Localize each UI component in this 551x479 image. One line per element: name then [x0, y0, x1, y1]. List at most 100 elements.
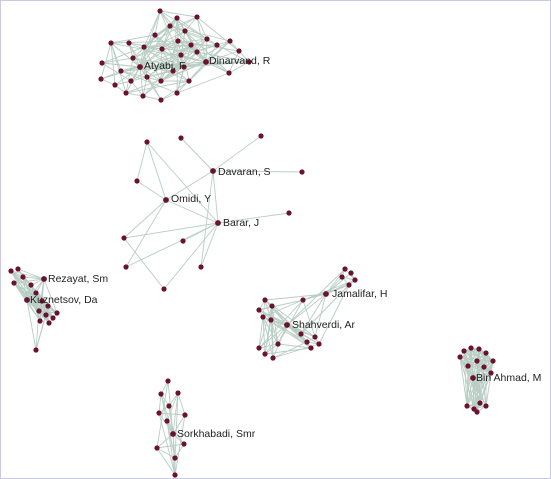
- author-node[interactable]: [226, 70, 232, 76]
- author-node[interactable]: [108, 40, 114, 46]
- author-node[interactable]: [178, 135, 184, 141]
- author-node[interactable]: [130, 55, 136, 61]
- author-node[interactable]: [158, 391, 164, 397]
- author-node[interactable]: [165, 378, 171, 384]
- author-node[interactable]: [161, 286, 167, 292]
- author-node[interactable]: [180, 238, 186, 244]
- author-node[interactable]: [121, 235, 127, 241]
- author-node[interactable]: [156, 410, 162, 416]
- author-node[interactable]: [8, 268, 14, 274]
- author-node[interactable]: [112, 82, 118, 88]
- author-node[interactable]: [28, 282, 34, 288]
- author-node[interactable]: [140, 93, 146, 99]
- author-node[interactable]: [45, 303, 51, 309]
- author-node[interactable]: [181, 441, 187, 447]
- author-node[interactable]: [286, 210, 292, 216]
- author-node[interactable]: [39, 298, 45, 304]
- author-node[interactable]: [258, 133, 264, 139]
- author-node[interactable]: [158, 78, 164, 84]
- author-node[interactable]: [468, 345, 474, 351]
- author-node-omidi[interactable]: [163, 197, 169, 203]
- author-node[interactable]: [275, 341, 281, 347]
- author-node[interactable]: [490, 358, 496, 364]
- author-node[interactable]: [54, 310, 60, 316]
- author-node[interactable]: [33, 347, 39, 353]
- author-node[interactable]: [182, 412, 188, 418]
- author-node[interactable]: [15, 266, 21, 272]
- author-node[interactable]: [246, 59, 252, 65]
- author-node-bin-ahmad[interactable]: [470, 375, 476, 381]
- author-node[interactable]: [37, 318, 43, 324]
- author-node[interactable]: [262, 351, 268, 357]
- author-node[interactable]: [166, 403, 172, 409]
- author-node[interactable]: [465, 363, 471, 369]
- author-node[interactable]: [157, 8, 163, 14]
- author-node[interactable]: [194, 14, 200, 20]
- author-node[interactable]: [339, 274, 345, 280]
- author-node[interactable]: [181, 64, 187, 70]
- author-node[interactable]: [172, 455, 178, 461]
- author-node-shahverdi[interactable]: [284, 322, 290, 328]
- author-node[interactable]: [457, 354, 463, 360]
- author-node[interactable]: [304, 339, 310, 345]
- author-node[interactable]: [172, 472, 178, 478]
- author-node[interactable]: [178, 52, 184, 58]
- author-node[interactable]: [269, 303, 275, 309]
- author-node[interactable]: [300, 297, 306, 303]
- author-node[interactable]: [188, 42, 194, 48]
- author-node-barar[interactable]: [215, 220, 221, 226]
- author-node[interactable]: [256, 345, 262, 351]
- author-node[interactable]: [214, 42, 220, 48]
- author-node[interactable]: [159, 46, 165, 52]
- author-node[interactable]: [299, 169, 305, 175]
- author-node[interactable]: [256, 307, 262, 313]
- author-node[interactable]: [477, 400, 483, 406]
- author-node[interactable]: [474, 358, 480, 364]
- author-node[interactable]: [236, 48, 242, 54]
- author-node[interactable]: [174, 15, 180, 21]
- author-node[interactable]: [144, 74, 150, 80]
- author-node[interactable]: [198, 264, 204, 270]
- author-node[interactable]: [123, 90, 129, 96]
- author-node-sorkhabadi[interactable]: [170, 431, 176, 437]
- author-node-davaran[interactable]: [210, 168, 216, 174]
- author-node[interactable]: [50, 315, 56, 321]
- author-node[interactable]: [144, 139, 150, 145]
- author-node[interactable]: [186, 78, 192, 84]
- author-node[interactable]: [476, 346, 482, 352]
- author-node[interactable]: [158, 97, 164, 103]
- author-node[interactable]: [123, 264, 129, 270]
- author-node[interactable]: [474, 409, 480, 415]
- author-node[interactable]: [175, 390, 181, 396]
- author-node[interactable]: [194, 49, 200, 55]
- author-node[interactable]: [118, 68, 124, 74]
- author-node[interactable]: [174, 90, 180, 96]
- author-node[interactable]: [170, 68, 176, 74]
- author-node[interactable]: [488, 370, 494, 376]
- author-node[interactable]: [308, 345, 314, 351]
- author-node[interactable]: [175, 38, 181, 44]
- author-node[interactable]: [464, 403, 470, 409]
- author-node[interactable]: [141, 44, 147, 50]
- author-node[interactable]: [342, 266, 348, 272]
- author-node[interactable]: [152, 32, 158, 38]
- author-node-atyabi[interactable]: [137, 64, 143, 70]
- author-node[interactable]: [483, 350, 489, 356]
- author-node-kuznetsov[interactable]: [24, 297, 30, 303]
- author-node[interactable]: [36, 308, 42, 314]
- author-node[interactable]: [483, 403, 489, 409]
- author-node[interactable]: [298, 331, 304, 337]
- author-node[interactable]: [348, 270, 354, 276]
- author-node[interactable]: [164, 418, 170, 424]
- author-node[interactable]: [128, 78, 134, 84]
- author-node[interactable]: [154, 445, 160, 451]
- author-node-dinarvand[interactable]: [203, 59, 209, 65]
- author-node[interactable]: [126, 40, 132, 46]
- author-node[interactable]: [346, 282, 352, 288]
- author-node[interactable]: [46, 320, 52, 326]
- author-node[interactable]: [312, 334, 318, 340]
- author-node[interactable]: [481, 364, 487, 370]
- author-node[interactable]: [167, 23, 173, 29]
- author-node[interactable]: [270, 355, 276, 361]
- author-node[interactable]: [99, 60, 105, 66]
